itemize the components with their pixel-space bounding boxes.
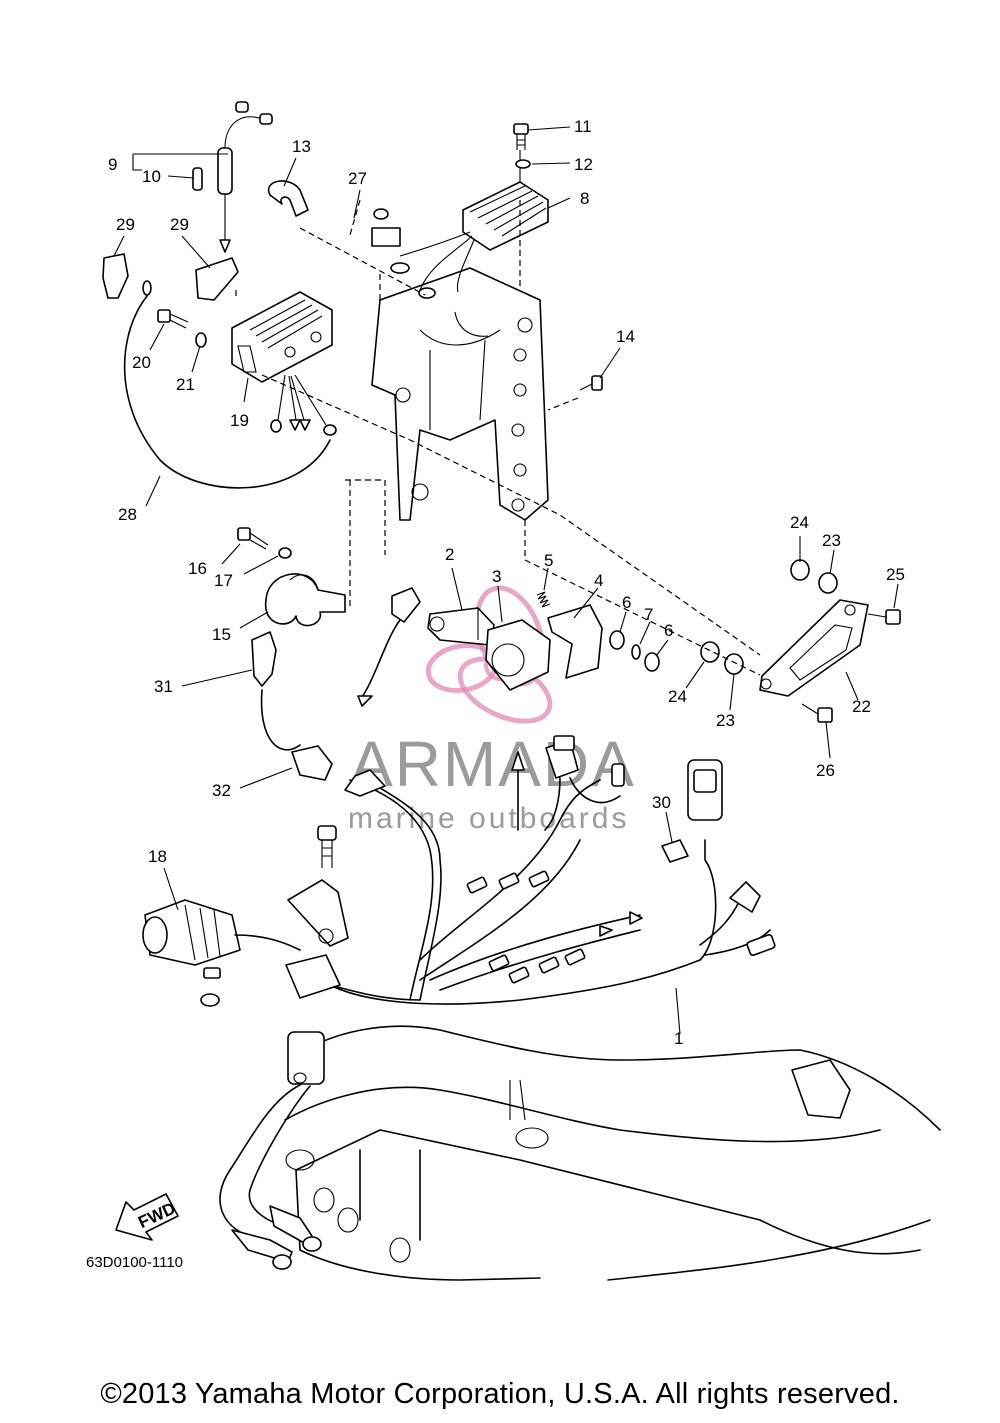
copyright-notice: ©2013 Yamaha Motor Corporation, U.S.A. A…	[100, 1378, 900, 1410]
cap-29-right	[195, 257, 239, 301]
washer-7	[631, 644, 641, 660]
cdi-unit	[231, 291, 337, 436]
bracket-mount-lower	[285, 825, 349, 999]
cap-29-left	[102, 253, 129, 299]
bottom-cowling	[284, 1025, 941, 1281]
callout-27: 27	[348, 169, 367, 188]
callout-4: 4	[594, 571, 603, 590]
callout-7: 7	[644, 605, 653, 624]
washer-17	[278, 547, 292, 559]
callout-29a: 29	[116, 215, 135, 234]
bracket-3	[485, 619, 551, 691]
callout-3: 3	[492, 567, 501, 586]
callout-26: 26	[816, 761, 835, 780]
bolt-11	[513, 123, 529, 150]
terminal-28-top	[142, 280, 152, 296]
plate-4	[547, 604, 603, 679]
callout-22: 22	[852, 697, 871, 716]
nut-6b	[644, 652, 660, 672]
clamp-15	[264, 573, 346, 627]
callout-10: 10	[142, 167, 161, 186]
callout-16: 16	[188, 559, 207, 578]
main-connector-18	[142, 899, 301, 1007]
wire-28	[123, 295, 331, 489]
nut-6a	[609, 630, 625, 650]
rectifier-regulator	[371, 150, 549, 299]
callout-5: 5	[544, 551, 553, 570]
bolt-25	[867, 609, 901, 625]
callout-31: 31	[154, 677, 173, 696]
sensor-9	[192, 101, 273, 253]
callout-1: 1	[674, 1029, 683, 1048]
callout-8: 8	[580, 189, 589, 208]
callout-6a: 6	[622, 593, 631, 612]
collar-23-top	[818, 572, 838, 594]
callout-13: 13	[292, 137, 311, 156]
callout-23a: 23	[822, 531, 841, 550]
callout-24a: 24	[790, 513, 809, 532]
callout-14: 14	[616, 327, 635, 346]
bolt-26	[801, 703, 833, 723]
bracket-22	[759, 599, 869, 697]
callout-12: 12	[574, 155, 593, 174]
battery-cable	[219, 1084, 301, 1241]
spring-5	[536, 591, 551, 608]
callout-29b: 29	[170, 215, 189, 234]
callout-19: 19	[230, 411, 249, 430]
callout-15: 15	[212, 625, 231, 644]
fwd-arrow: FWD	[115, 1193, 179, 1241]
cap-31	[251, 631, 277, 687]
callout-18: 18	[148, 847, 167, 866]
grommet-24-low	[700, 641, 720, 663]
callout-6b: 6	[664, 621, 673, 640]
callout-25: 25	[886, 565, 905, 584]
screw-14	[579, 375, 603, 391]
wire-harness	[329, 735, 776, 1005]
leader-lines	[113, 126, 899, 1035]
terminal-red	[231, 1229, 293, 1263]
washer-21	[195, 332, 207, 348]
callout-17: 17	[214, 571, 233, 590]
collar-23-low	[724, 653, 744, 675]
callout-23b: 23	[716, 711, 735, 730]
callout-24b: 24	[668, 687, 687, 706]
watermark-brand: ARMADA	[350, 728, 636, 800]
grommet-24-top	[790, 559, 810, 581]
diagram-code: 63D0100-1110	[86, 1254, 184, 1271]
callout-labels: 1 2 3 4 5 6 6 7 8 9 10 11 12 13 14 15 16…	[108, 117, 905, 1048]
watermark-tagline: marine outboards	[348, 802, 629, 835]
callout-20: 20	[132, 353, 151, 372]
mounting-bracket	[371, 267, 549, 521]
callout-32: 32	[212, 781, 231, 800]
callout-21: 21	[176, 375, 195, 394]
switch-2	[427, 607, 495, 646]
callout-11: 11	[574, 117, 592, 136]
clamp-13	[267, 180, 309, 217]
callout-28: 28	[118, 505, 137, 524]
washer-12	[515, 159, 531, 169]
connector-32	[291, 745, 333, 781]
callout-9: 9	[108, 155, 117, 174]
callout-30: 30	[652, 793, 671, 812]
bolt-16	[237, 527, 269, 550]
callout-2: 2	[445, 545, 454, 564]
bolt-20	[157, 309, 189, 329]
